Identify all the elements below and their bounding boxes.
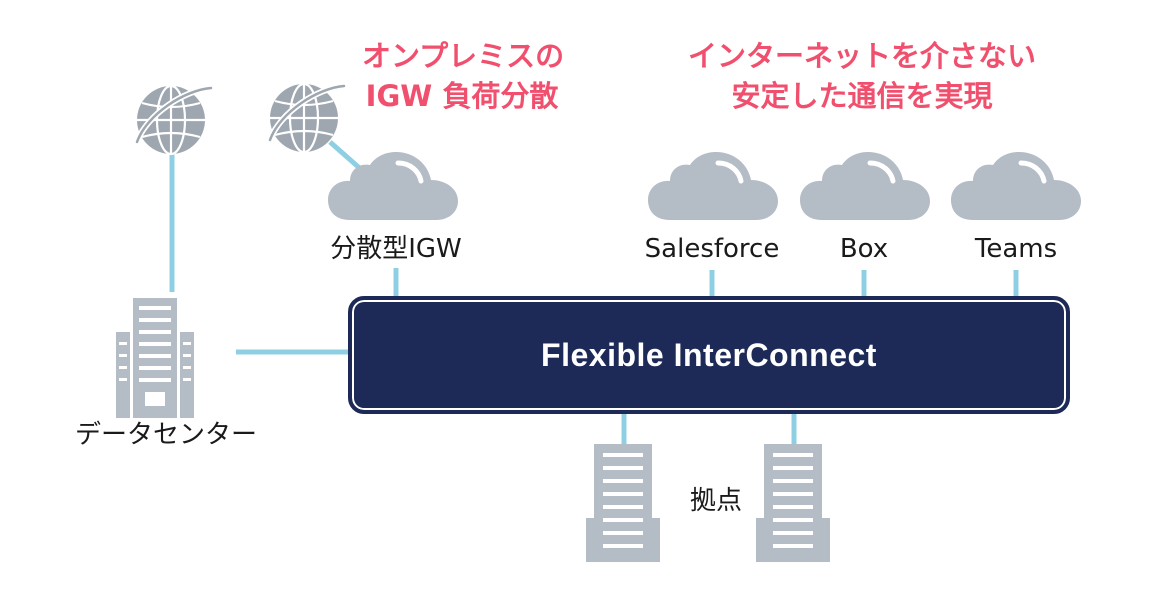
- headline-internet-line1: インターネットを介さない: [687, 39, 1036, 73]
- cloud-label-distributed-igw: 分散型IGW: [330, 234, 462, 264]
- headline-internet-line2: 安定した通信を実現: [731, 79, 993, 113]
- branch-building-icon: [756, 444, 830, 562]
- cloud-label-box: Box: [839, 234, 889, 264]
- globe-icon: [137, 86, 211, 154]
- cloud-icon: [648, 152, 778, 220]
- cloud-label-salesforce: Salesforce: [644, 234, 780, 264]
- branch-label: 拠点: [689, 486, 742, 516]
- headline-onprem-line2: IGW 負荷分散: [365, 79, 559, 113]
- cloud-icon: [951, 152, 1081, 220]
- cloud-icon: [800, 152, 930, 220]
- flexible-interconnect-box: Flexible InterConnect: [348, 296, 1070, 414]
- cloud-label-teams: Teams: [974, 234, 1058, 264]
- datacenter-building-icon: [116, 298, 194, 418]
- headline-onprem-line1: オンプレミスの: [362, 39, 565, 73]
- headline-onprem-igw: オンプレミスの IGW 負荷分散: [362, 36, 565, 116]
- headline-internet-free: インターネットを介さない 安定した通信を実現: [662, 36, 1062, 116]
- branch-building-icon: [586, 444, 660, 562]
- flexible-interconnect-title: Flexible InterConnect: [541, 336, 877, 373]
- cloud-icon: [328, 152, 458, 220]
- datacenter-label: データセンター: [74, 420, 257, 450]
